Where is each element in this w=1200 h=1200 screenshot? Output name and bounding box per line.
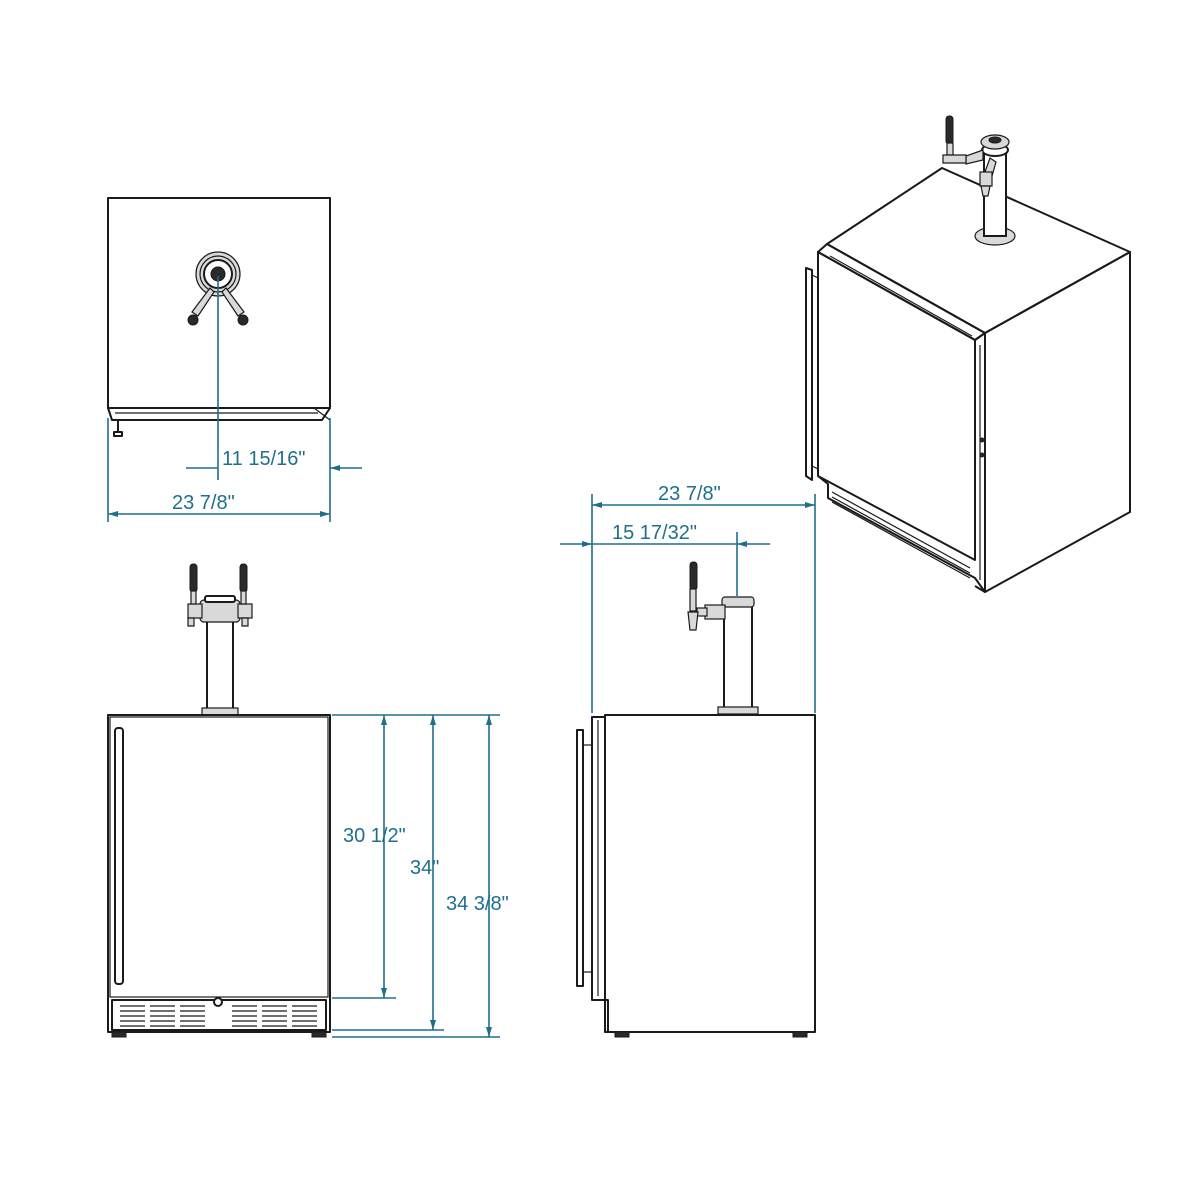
iso-side-face xyxy=(984,251,1131,593)
iso-top-face xyxy=(826,167,1131,334)
front-view-tower xyxy=(187,563,253,716)
iso-tower xyxy=(942,115,1016,246)
side-view-door xyxy=(591,716,606,1001)
isometric-view xyxy=(805,115,1131,593)
side-view-tower xyxy=(687,561,759,715)
iso-door-face xyxy=(817,251,976,561)
top-view: 11 15/16" 23 7/8" xyxy=(107,197,362,522)
top-view-hinge xyxy=(113,420,123,437)
top-width-label: 23 7/8" xyxy=(172,492,235,514)
iso-handle xyxy=(805,267,813,481)
front-height-cabinet-label: 30 1/2" xyxy=(343,825,406,847)
side-tower-offset-label: 15 17/32" xyxy=(612,522,697,544)
front-height-overall-label: 34" xyxy=(410,857,439,879)
top-center-offset-label: 11 15/16" xyxy=(222,448,305,470)
side-view-cabinet xyxy=(604,714,816,1033)
front-view-handle xyxy=(114,727,124,985)
top-view-handle-strip xyxy=(107,407,331,421)
front-view: 30 1/2" 34" 34 3/8" xyxy=(107,563,509,1038)
top-view-cabinet-outline xyxy=(107,197,331,409)
side-depth-label: 23 7/8" xyxy=(658,483,721,505)
front-view-cabinet xyxy=(107,714,331,1033)
side-view-handle xyxy=(576,729,584,987)
front-view-grille xyxy=(111,997,327,1031)
front-height-max-label: 34 3/8" xyxy=(446,893,509,915)
side-view: 23 7/8" 15 17/32" xyxy=(560,483,816,1038)
